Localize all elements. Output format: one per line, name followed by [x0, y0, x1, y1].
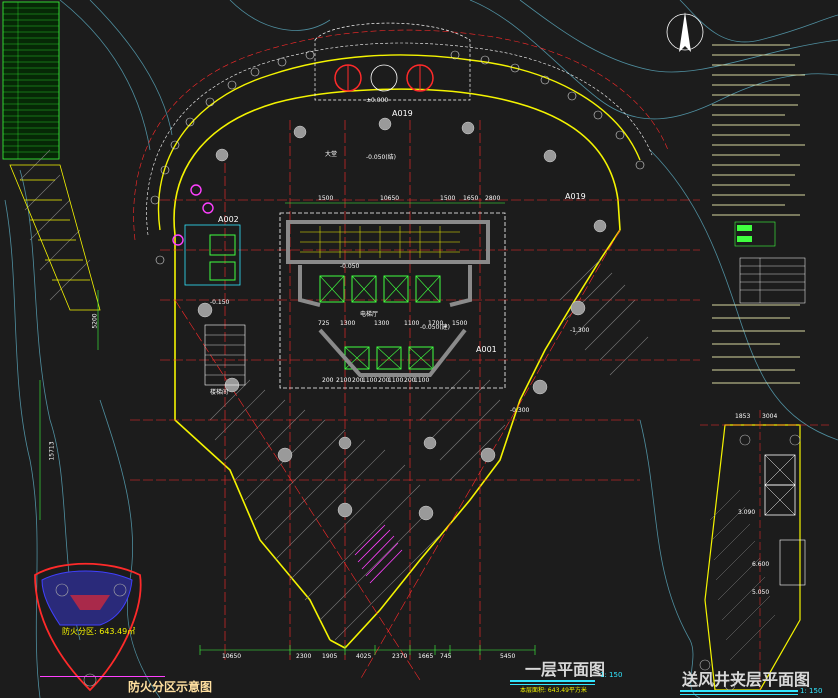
- landscape-trees: [150, 50, 645, 265]
- core: [279, 212, 506, 389]
- elevation-9: 6.600: [752, 561, 770, 568]
- entrance-canopy: [314, 22, 471, 101]
- elevation-1: ±0.000: [366, 97, 389, 104]
- room-label-elevator-hall: 电梯厅: [360, 311, 379, 318]
- dim-shaft-2: 3004: [762, 413, 778, 420]
- main-plan-title: 一层平面图: [525, 660, 606, 679]
- design-notes: [712, 44, 805, 384]
- dim-bottom-6: 1665: [418, 653, 434, 660]
- left-service-rooms: [172, 184, 246, 386]
- dim-core-bottom-6: 1100: [388, 377, 404, 384]
- dim-core-bottom-4: 1100: [362, 377, 378, 384]
- elevation-legend-table: [2, 1, 60, 160]
- room-label-stair: 楼梯间: [210, 389, 229, 396]
- dim-left-1: 15713: [48, 441, 56, 461]
- dim-core-top-2: 10650: [380, 195, 400, 202]
- shaft-plan-scale: 1: 150: [800, 687, 823, 695]
- main-plan-area: 本层面积: 643.49平方米: [520, 687, 587, 694]
- dim-core-bottom-8: 1100: [414, 377, 430, 384]
- terrain-contours: [4, 0, 838, 698]
- elevation-4: -0.050(结): [366, 154, 397, 161]
- dim-core-bottom-2: 2100: [336, 377, 352, 384]
- structural-columns: [197, 117, 607, 521]
- dim-bottom-7: 745: [440, 653, 452, 660]
- dim-bottom-1: 10650: [222, 653, 242, 660]
- dim-core-mid-3: 1300: [374, 320, 390, 327]
- grid-tag-a019: A019: [565, 192, 586, 201]
- dim-core-bottom-7: 200: [404, 377, 416, 384]
- dim-bottom-4: 4025: [356, 653, 372, 660]
- elevation-5: -0.150: [210, 299, 230, 306]
- fire-zone-diagram: [34, 562, 142, 692]
- grid-tag-a019-top: A019: [392, 109, 413, 118]
- elevation-7: -0.300: [510, 407, 530, 414]
- bottom-stairs: [354, 524, 403, 584]
- notes-legend-table: [734, 221, 806, 304]
- dim-core-top-1: 1500: [318, 195, 334, 202]
- dim-core-mid-2: 1300: [340, 320, 356, 327]
- title-underlines: [40, 676, 798, 695]
- left-ramp: [9, 164, 101, 311]
- dim-bottom-3: 1905: [322, 653, 338, 660]
- site-boundary: [133, 29, 669, 241]
- dim-core-bottom-1: 200: [322, 377, 334, 384]
- elevation-2: -0.050: [340, 263, 360, 270]
- dim-core-top-4: 1650: [463, 195, 479, 202]
- elevation-3: -0.050(建): [420, 324, 451, 331]
- dim-left-2: 5200: [91, 313, 99, 329]
- grid-tag-a001: A001: [476, 345, 497, 354]
- dim-core-mid-4: 1100: [404, 320, 420, 327]
- dim-core-bottom-3: 200: [352, 377, 364, 384]
- dim-core-top-5: 2800: [485, 195, 501, 202]
- dimension-lines: [39, 202, 536, 655]
- fire-zone-label: 防火分区: 643.49㎡: [62, 627, 136, 636]
- elevation-6: -1.300: [570, 327, 590, 334]
- elevation-8: 3.090: [738, 509, 756, 516]
- main-plan-scale: 1: 150: [600, 671, 623, 679]
- shaft-plan-title: 送风井夹层平面图: [682, 670, 811, 689]
- dim-core-bottom-5: 200: [378, 377, 390, 384]
- elevation-10: 5.050: [752, 589, 770, 596]
- room-label-lobby: 大堂: [325, 151, 338, 158]
- dim-bottom-5: 2370: [392, 653, 408, 660]
- dim-bottom-8: 5450: [500, 653, 516, 660]
- dim-core-mid-6: 1500: [452, 320, 468, 327]
- building-outline: [173, 88, 621, 649]
- fire-zone-title: 防火分区示意图: [128, 680, 213, 694]
- north-arrow-icon: [666, 12, 704, 52]
- dim-shaft-1: 1853: [735, 413, 751, 420]
- dim-core-mid-1: 725: [318, 320, 330, 327]
- dim-bottom-2: 2300: [296, 653, 312, 660]
- dim-core-top-3: 1500: [440, 195, 456, 202]
- dim-core-mid-5: 1700: [428, 320, 444, 327]
- grid-tag-a002: A002: [218, 215, 239, 224]
